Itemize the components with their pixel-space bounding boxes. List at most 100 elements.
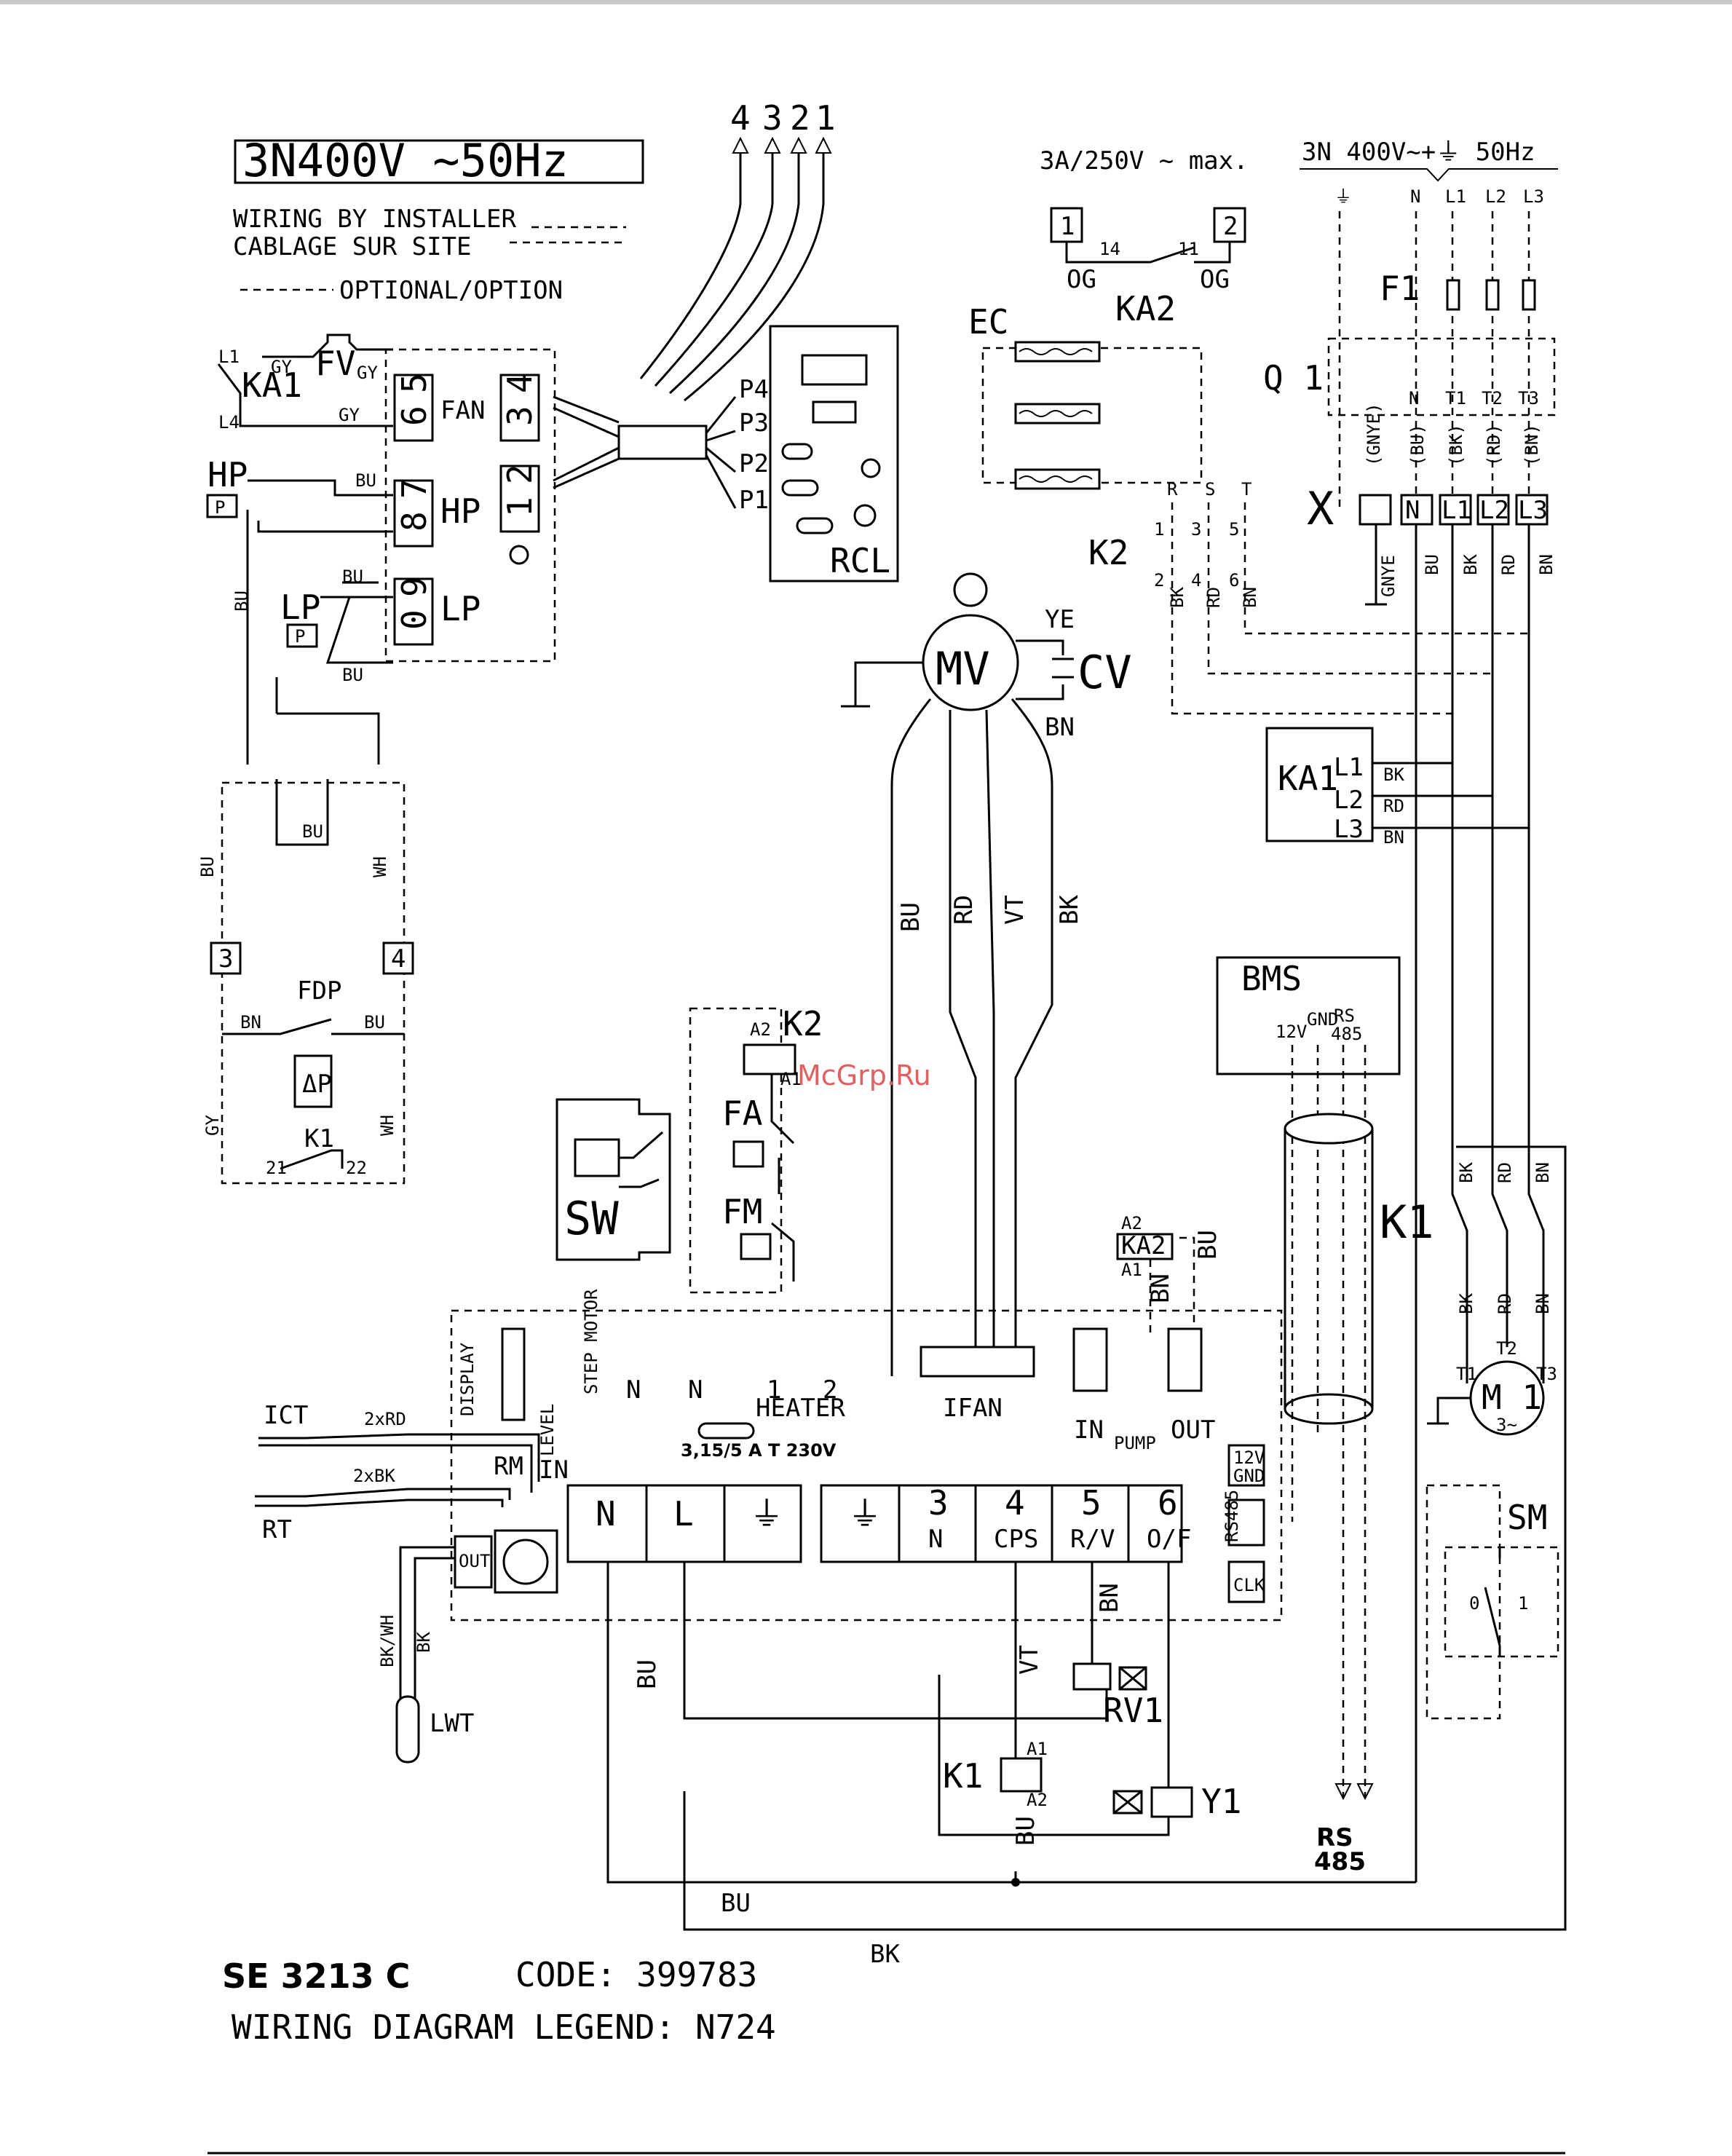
svg-text:L1: L1 [1334,753,1364,782]
ka2-coil-bu: BU [1193,1230,1222,1260]
motor-ye: YE [1045,605,1075,634]
lower-terminal-labels: N L ⏚ ⏚ 3 N 4 CPS 5 R/V 6 O/F [596,1483,1191,1554]
supply-l1: L1 [1445,186,1466,207]
lwt-bkwh: BK/WH [377,1615,398,1667]
svg-text:L1: L1 [1442,496,1471,525]
sm-outer [1425,1484,1501,1720]
fdp-terminal-3: 3 [218,944,233,974]
board-two: 2 [823,1375,837,1405]
lp-bu-1: BU [342,566,363,587]
m1-sub: 3~ [1496,1415,1517,1435]
fdp-terminal-3-box [210,941,242,975]
svg-text:L2: L2 [1334,786,1364,815]
fm-sensor [740,1233,772,1260]
svg-text:CLK: CLK [1233,1575,1265,1595]
bottom-bu-3: BU [721,1889,751,1918]
bottom-vt: VT [1015,1645,1044,1675]
board-display: DISPLAY [457,1342,478,1416]
breaker-label: Q 1 [1263,358,1324,398]
supply-right-label: 3N 400V~+⏚ 50Hz [1302,138,1535,167]
supply-ground: ⏚ [1334,186,1352,207]
lwt-bk: BK [414,1632,434,1653]
k1-coil-a1: A1 [1027,1739,1048,1759]
svg-text:2: 2 [1154,570,1164,591]
board-heater: HEATER [756,1394,845,1423]
svg-text:R/V: R/V [1070,1525,1115,1554]
board-n2: N [688,1375,703,1405]
rcl-pins: P4 P3 P2 P1 [739,375,769,515]
top-terminal-2: 2 [790,98,810,138]
fdp-bu: BU [364,1012,385,1032]
svg-text:P2: P2 [739,449,769,478]
out-label: OUT [459,1551,490,1571]
supply-l2: L2 [1485,186,1506,207]
sm-1: 1 [1518,1593,1528,1614]
svg-text:GND: GND [1233,1466,1265,1486]
wire-2xrd: 2xRD [364,1409,406,1429]
rv1-label: RV1 [1103,1691,1163,1730]
svg-text:RS: RS [1334,1006,1355,1026]
k2-coil-a2: A2 [750,1019,771,1040]
svg-text:BK: BK [1460,554,1481,575]
svg-text:7: 7 [395,478,434,499]
fdp-wh-vert: WH [370,856,390,877]
terminal-block-left [384,348,556,663]
lwt-sensor [395,1695,420,1764]
supply-wires [1338,211,1530,510]
svg-text:BK: BK [1055,895,1084,925]
svg-text:9: 9 [395,577,434,597]
strip-wire-labels-bottom: GNYE BU BK RD BN [1378,554,1557,597]
ifan-connector [920,1346,1035,1378]
svg-text:⏚: ⏚ [750,1494,783,1533]
lp-bu-2: BU [342,665,363,685]
fdp-k1: K1 [304,1124,334,1153]
terminal-strip: N L1 L2 L3 [1359,494,1549,526]
fdp-bu-top: BU [302,821,323,842]
svg-text:6: 6 [1158,1483,1178,1523]
board-fuse-icon [697,1422,755,1440]
bottom-bu-1: BU [633,1659,662,1689]
bms-shield-top [1284,1113,1374,1145]
fuses [1446,279,1536,311]
rcl-display [801,354,868,386]
fdp-bu-vert: BU [197,856,218,877]
rcl-knob-1 [861,458,881,478]
bottom-bk: BK [870,1940,900,1969]
svg-text:GND: GND [1307,1009,1338,1030]
ict-label: ICT [264,1401,308,1430]
ka2-coil-label: KA2 [1121,1231,1166,1260]
svg-text:4: 4 [1191,570,1201,591]
lp-terminal-label: LP [440,589,481,628]
svg-text:1: 1 [1154,519,1164,540]
svg-text:L: L [673,1494,694,1533]
earth-wire [1365,524,1387,606]
lp-sensor-box [286,623,318,648]
motor-bn: BN [1045,713,1075,742]
svg-text:(RD): (RD) [1484,424,1504,466]
strip-wire-labels-top: (GNYE) (BU) (BK) (RD) (BN) [1364,403,1542,466]
bottom-bu-2: BU [1011,1816,1040,1846]
footer-model: SE 3213 C [222,1956,410,1996]
breaker-terms: N T1 T2 T3 [1409,388,1539,408]
svg-text:O/F: O/F [1147,1525,1191,1554]
svg-text:P3: P3 [739,408,769,438]
svg-text:5: 5 [1081,1483,1102,1523]
k1-right-contacts [1451,1150,1545,1383]
top-cable [639,153,825,402]
wire-2xbk: 2xBK [353,1466,395,1486]
ka1-fv-wires [217,333,393,427]
svg-text:P1: P1 [739,486,769,515]
rcl-cable-right [705,396,737,509]
fdp-terminal-4-box [382,941,414,975]
hp-p: P [215,497,225,518]
svg-text:6: 6 [395,406,434,426]
gy-2: GY [357,363,378,383]
top-terminal-1: 1 [815,98,836,138]
watermark: McGrp.Ru [797,1059,931,1091]
supply-n: N [1410,186,1420,207]
bottom-junction [1011,1878,1020,1887]
rv1-valve-icon [1118,1666,1147,1691]
k1-coil-a2: A2 [1027,1790,1048,1810]
contact-box-2 [1213,207,1246,243]
